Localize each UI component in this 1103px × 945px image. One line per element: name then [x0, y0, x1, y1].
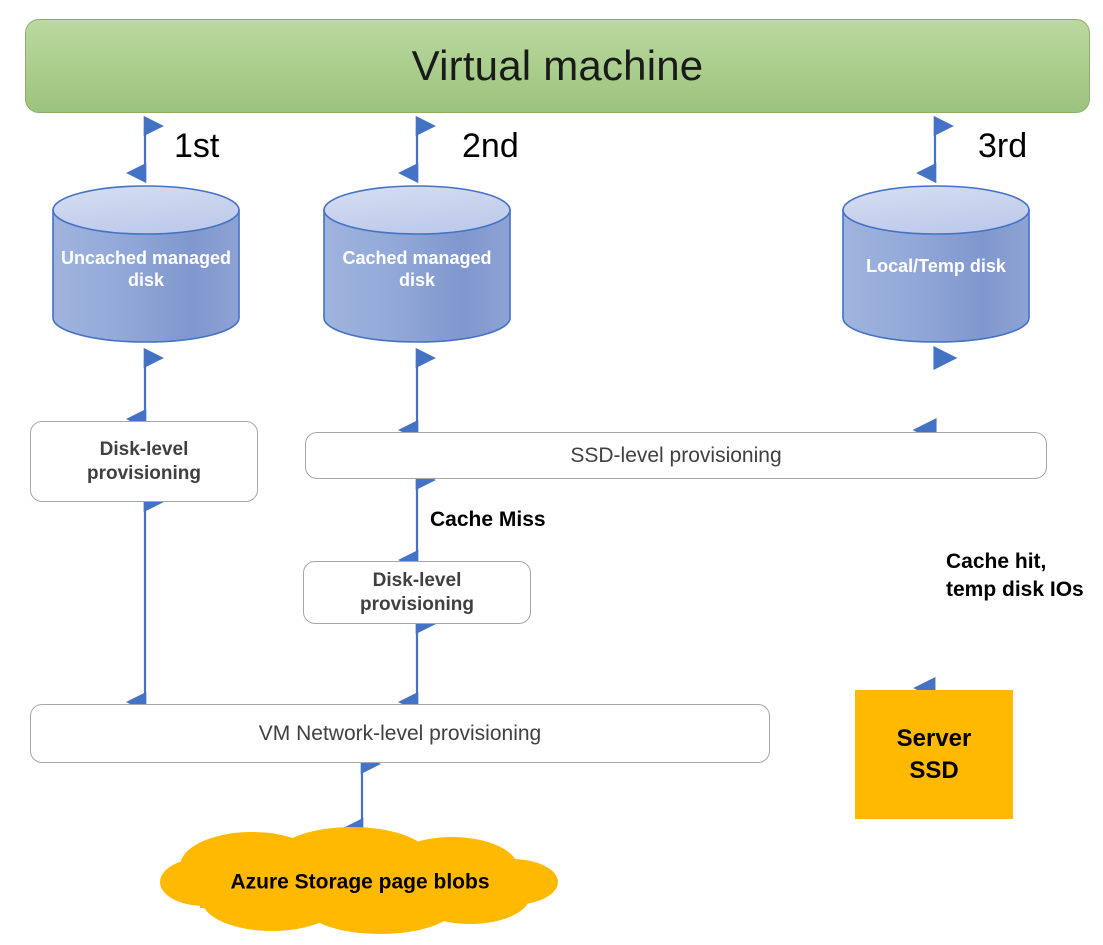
cylinder-shape-local-temp: [842, 185, 1030, 343]
vm-network-level-provisioning-box: VM Network-level provisioning: [30, 704, 770, 763]
ordinal-label-1st: 1st: [174, 127, 220, 165]
cloud-shape: [160, 827, 558, 934]
azure-storage-cloud: Azure Storage page blobs: [160, 820, 560, 940]
server-ssd-box: Server SSD: [855, 690, 1013, 819]
cache-hit-annotation: Cache hit, temp disk IOs: [946, 550, 1084, 601]
disk-level-provisioning-box-middle: Disk-level provisioning: [303, 561, 531, 624]
uncached-managed-disk: Uncached managed disk: [52, 185, 240, 343]
local-temp-disk: Local/Temp disk: [842, 185, 1030, 343]
cylinder-shape-uncached: [52, 185, 240, 343]
virtual-machine-title: Virtual machine: [411, 42, 704, 89]
cylinder-shape-cached: [323, 185, 511, 343]
cached-managed-disk: Cached managed disk: [323, 185, 511, 343]
virtual-machine-box: Virtual machine: [25, 19, 1090, 113]
ordinal-label-2nd: 2nd: [462, 127, 519, 165]
disk-level-provisioning-box-left: Disk-level provisioning: [30, 421, 258, 502]
cache-miss-annotation: Cache Miss: [430, 508, 546, 531]
ssd-level-provisioning-box: SSD-level provisioning: [305, 432, 1047, 479]
ordinal-label-3rd: 3rd: [978, 127, 1028, 165]
